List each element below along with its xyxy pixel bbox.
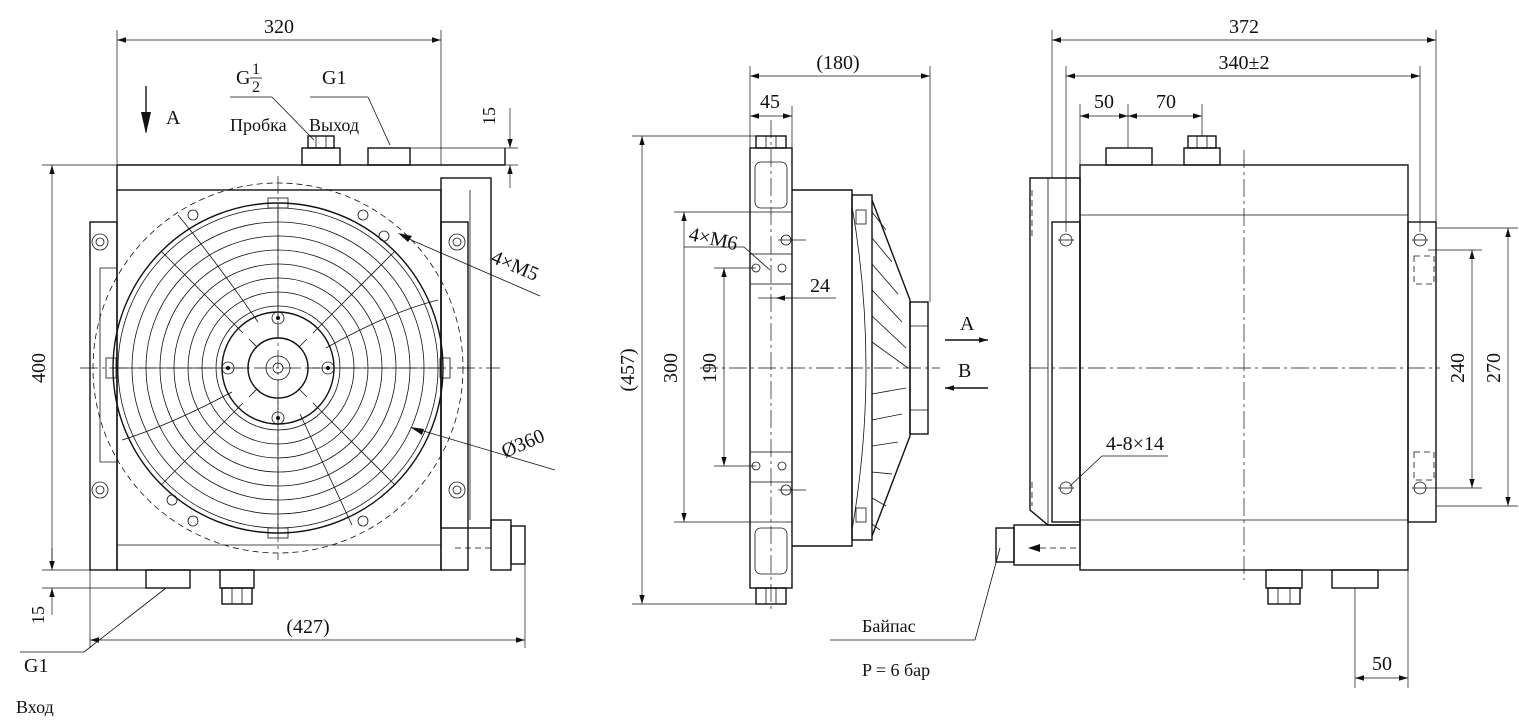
side-flange-dim: 45: [760, 91, 780, 113]
side-overall-height-dim: (457): [617, 348, 639, 391]
rear-slot-holes: [1058, 233, 1428, 495]
side-fan-guard-ribs: [871, 211, 909, 531]
rear-overall-width-dim: 372: [1229, 16, 1259, 38]
side-fan-guard: [851, 194, 873, 541]
front-depth-dim: (427): [286, 616, 329, 638]
side-mount-holes-label: 4×M6: [687, 223, 740, 255]
front-mount-hole: [91, 233, 466, 499]
front-top-offset-dim: 15: [479, 107, 499, 125]
rear-bottom-port-offset-dim: 50: [1372, 653, 1392, 675]
front-header-tank: [440, 177, 492, 529]
plug-thread-letter: G: [236, 67, 250, 89]
front-width-dim: 320: [264, 16, 294, 38]
rear-bypass-nut: [995, 527, 1015, 563]
front-mount-holes-label: 4×M5: [488, 246, 542, 285]
airflow-in-label: A: [960, 313, 975, 335]
rear-top-port-left: [1105, 147, 1153, 166]
bottom-drain-port: [219, 569, 255, 589]
fan-diameter-label: Ø360: [498, 425, 548, 463]
bypass-pressure-label: P = 6 бар: [862, 660, 930, 680]
plug-port: [301, 147, 341, 166]
rear-bypass-block: [1013, 524, 1081, 566]
plug-nut: [307, 135, 335, 149]
front-bottom-offset-dim: 15: [28, 606, 48, 624]
rear-left-flange: [1051, 221, 1081, 523]
front-view-arrow-label: A: [166, 107, 181, 129]
front-bypass-nut: [510, 525, 526, 565]
rear-slot-holes-label: 4-8×14: [1106, 433, 1164, 455]
side-overall-depth-dim: (180): [816, 52, 859, 74]
rear-slot-inner-dim: 240: [1447, 353, 1469, 383]
rear-port-offset-dim: 50: [1094, 91, 1114, 113]
front-height-dim: 400: [28, 353, 50, 383]
rear-bottom-port-left: [1265, 569, 1303, 589]
bypass-label: Байпас: [862, 616, 916, 636]
inlet-size-label: G1: [24, 655, 48, 677]
side-view: (180) 45 (457) 300 190 24 4×M6 A B: [617, 52, 1001, 680]
rear-right-flange: [1407, 221, 1437, 523]
rear-view: 372 340±2 50 70 240 270 4-8×14 50: [995, 16, 1518, 688]
outlet-port: [367, 147, 411, 166]
side-core-height-dim: 300: [660, 353, 682, 383]
outlet-label: Выход: [309, 115, 359, 135]
inlet-port: [145, 569, 191, 589]
rear-bottom-port-right: [1331, 569, 1379, 589]
rear-left-header: [1029, 177, 1081, 526]
side-bracket-top: [749, 253, 793, 285]
front-view: 320 400 15 15 (427) A G 1 2 Пробка: [16, 16, 556, 717]
plug-thread-numerator: 1: [252, 61, 260, 78]
airflow-out-label: B: [958, 360, 971, 382]
inlet-label: Вход: [16, 697, 54, 717]
outlet-size-label: G1: [322, 67, 346, 89]
rear-hole-spacing-dim: 340±2: [1219, 52, 1270, 74]
rear-top-port-right: [1183, 147, 1221, 166]
front-right-flange: [440, 221, 469, 571]
plug-thread-denominator: 2: [252, 79, 260, 96]
bottom-drain-nut: [221, 587, 253, 605]
side-bracket-spacing-dim: 190: [699, 353, 721, 383]
side-bracket-dim: 24: [810, 275, 830, 297]
rear-port-spacing-dim: 70: [1156, 91, 1176, 113]
front-bypass-block: [490, 519, 512, 571]
plug-label: Пробка: [230, 115, 287, 135]
front-left-flange: [89, 221, 118, 571]
rear-slot-outer-dim: 270: [1483, 353, 1505, 383]
view-direction-arrow: [141, 112, 151, 134]
